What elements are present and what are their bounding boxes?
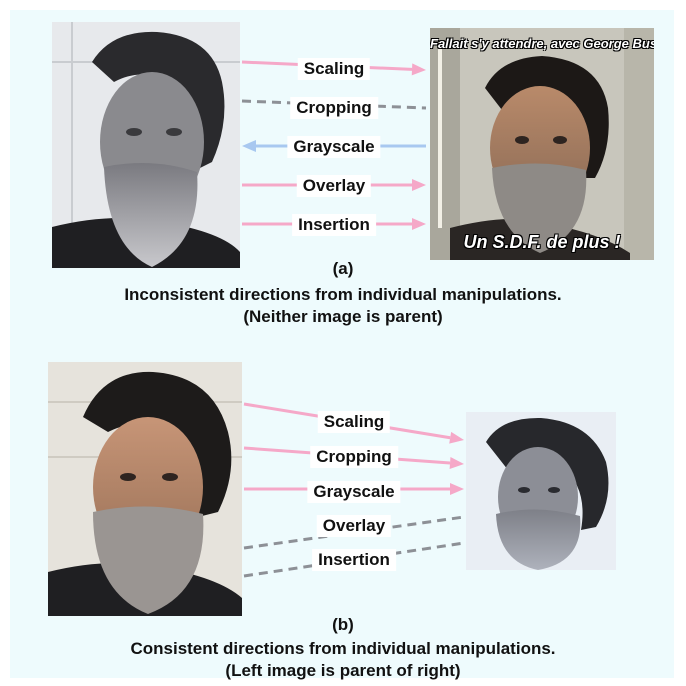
panel-a-left-photo [52,22,240,268]
panel-a-caption-line1: Inconsistent directions from individual … [124,285,562,304]
edge-label-insertion-a: Insertion [292,214,376,236]
panel-b-caption-line1: Consistent directions from individual ma… [130,639,556,658]
panel-a-right-photo: Fallait s'y attendre, avec George Bush !… [430,28,654,260]
panel-b-left-photo [48,362,242,616]
panel-b-right-photo [466,412,616,570]
panel-a-letter: (a) [332,259,354,278]
right-image-top-text: Fallait s'y attendre, avec George Bush ! [430,36,654,51]
panel-a-caption-line2: (Neither image is parent) [243,307,443,326]
edge-label-grayscale-b: Grayscale [307,481,401,503]
edge-label-cropping-a: Cropping [290,97,378,119]
edge-label-overlay-a: Overlay [296,175,372,197]
right-image-bottom-text: Un S.D.F. de plus ! [463,232,621,252]
panel-b-caption-line2: (Left image is parent of right) [225,661,461,680]
edge-label-insertion-b: Insertion [312,549,396,571]
edge-label-scaling-a: Scaling [297,58,371,80]
edge-label-scaling-b: Scaling [317,411,391,433]
edge-label-cropping-b: Cropping [310,446,398,468]
edge-label-grayscale-a: Grayscale [287,136,381,158]
panel-b-letter: (b) [332,615,354,634]
edge-label-overlay-b: Overlay [316,515,392,537]
